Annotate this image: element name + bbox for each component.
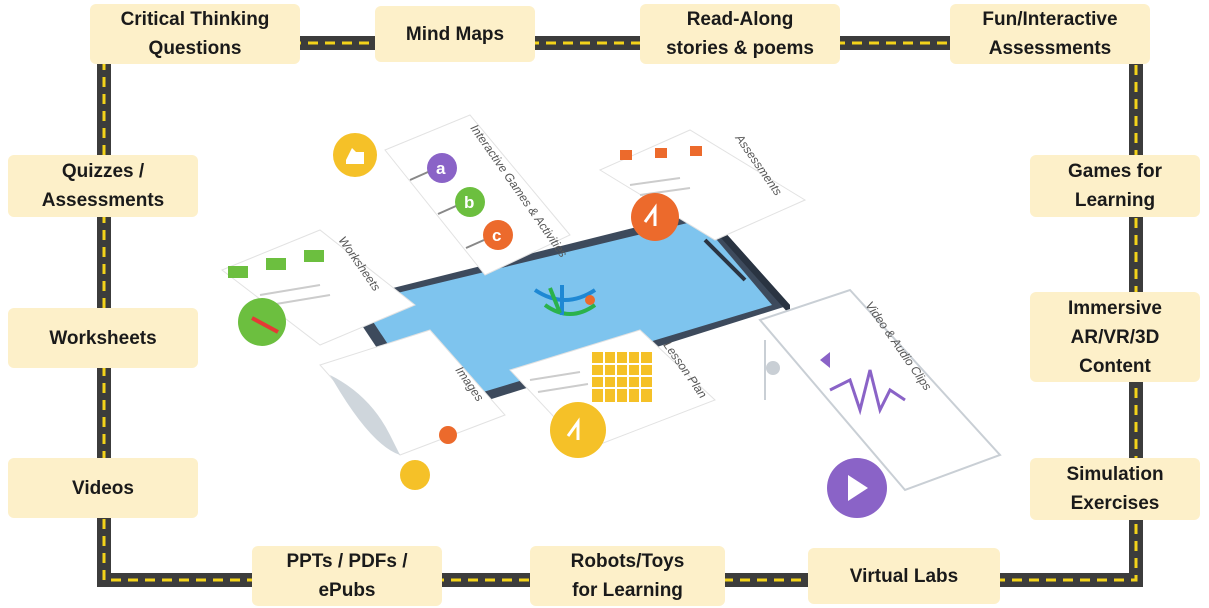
node-games: Games for Learning (1030, 155, 1200, 217)
node-read-along: Read-Along stories & poems (640, 4, 840, 64)
node-virtual-labs: Virtual Labs (808, 548, 1000, 604)
node-immersive: Immersive AR/VR/3D Content (1030, 292, 1200, 382)
video-audio-card: Video & Audio Clips (758, 288, 1002, 492)
node-critical-thinking: Critical Thinking Questions (90, 4, 300, 64)
node-quizzes: Quizzes / Assessments (8, 155, 198, 217)
node-mind-maps: Mind Maps (375, 6, 535, 62)
letter-c: c (492, 226, 501, 245)
app-logo-icon (533, 285, 597, 316)
assessments-card: Assessments (598, 129, 807, 241)
node-worksheets: Worksheets (8, 308, 198, 368)
letter-a: a (436, 159, 446, 178)
node-fun-interactive: Fun/Interactive Assessments (950, 4, 1150, 64)
node-ppts: PPTs / PDFs / ePubs (252, 546, 442, 606)
node-videos: Videos (8, 458, 198, 518)
letter-b: b (464, 193, 474, 212)
node-robots: Robots/Toys for Learning (530, 546, 725, 606)
node-simulation: Simulation Exercises (1030, 458, 1200, 520)
worksheets-card: Worksheets (221, 229, 416, 346)
image-badge-icon (400, 460, 430, 490)
